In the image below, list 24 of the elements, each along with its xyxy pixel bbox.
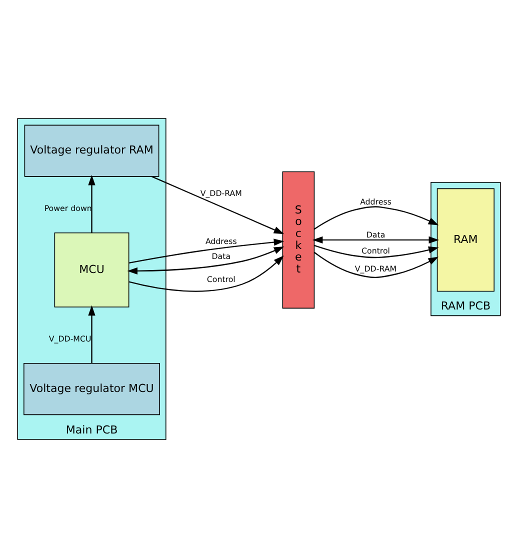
arrow bbox=[127, 246, 284, 275]
edge-label: V_DD-RAM bbox=[354, 264, 397, 274]
edge-label: Address bbox=[360, 197, 392, 206]
node-box: Socket bbox=[282, 171, 315, 309]
arrow bbox=[314, 252, 439, 278]
node-box: MCU bbox=[54, 232, 130, 308]
edge-label: Control bbox=[362, 246, 390, 256]
edge-label: V_DD-RAM bbox=[200, 188, 242, 198]
arrow bbox=[151, 176, 284, 234]
edge-label: Control bbox=[206, 274, 236, 284]
node-box: RAM bbox=[436, 188, 494, 292]
arrow bbox=[128, 256, 284, 292]
arrow bbox=[128, 238, 284, 264]
edge-label: Data bbox=[366, 230, 386, 240]
edge-label: Address bbox=[205, 236, 237, 246]
arrow bbox=[88, 305, 96, 364]
arrow bbox=[88, 174, 96, 233]
edge-label: V_DD-MCU bbox=[48, 334, 92, 344]
node-box: Voltage regulator RAM bbox=[24, 124, 160, 177]
edge-label: Data bbox=[212, 252, 231, 261]
arrow bbox=[314, 206, 439, 230]
node-box: Voltage regulator MCU bbox=[24, 363, 160, 416]
arrow bbox=[312, 236, 440, 244]
arrow bbox=[314, 244, 439, 258]
